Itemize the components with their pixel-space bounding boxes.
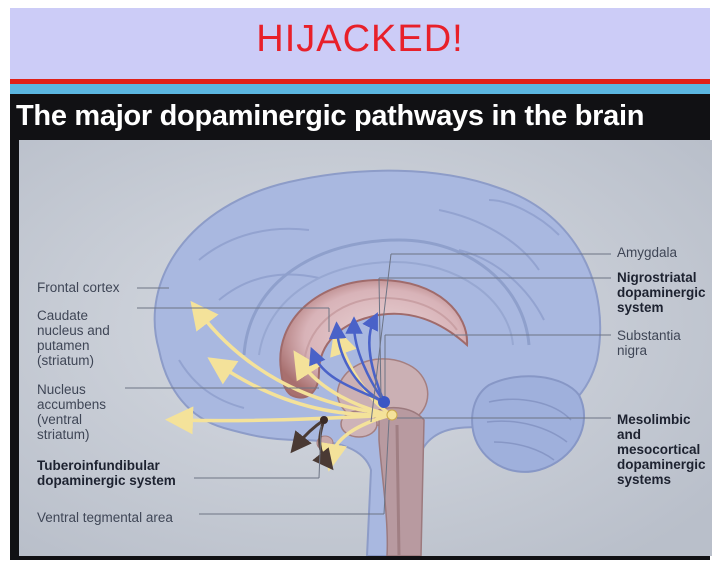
label-tuberoinfundibular: Tuberoinfundibular dopaminergic system [37,458,176,488]
header-banner: HIJACKED! [10,8,710,80]
hypothalamus-dot [320,416,328,424]
diagram-panel: Frontal cortex Caudate nucleus and putam… [19,140,712,556]
brainstem-core [397,425,399,556]
label-nigrostriatal: Nigrostriatal dopaminergic system [617,270,706,315]
label-nucleus-accumbens: Nucleus accumbens (ventral striatum) [37,382,106,442]
substantia-nigra-dot [378,396,390,408]
label-mesolimbic: Mesolimbic and mesocortical dopaminergic… [617,412,706,487]
label-frontal-cortex: Frontal cortex [37,280,120,295]
headline: HIJACKED! [10,18,710,61]
blue-divider [10,84,710,94]
label-amygdala: Amygdala [617,245,677,260]
brain-diagram [19,140,712,556]
label-ventral-tegmental: Ventral tegmental area [37,510,173,525]
vta-dot [387,410,397,420]
label-substantia-nigra: Substantia nigra [617,328,681,358]
label-caudate: Caudate nucleus and putamen (striatum) [37,308,110,368]
slide: The major dopaminergic pathways in the b… [10,94,710,560]
slide-title: The major dopaminergic pathways in the b… [16,100,644,133]
